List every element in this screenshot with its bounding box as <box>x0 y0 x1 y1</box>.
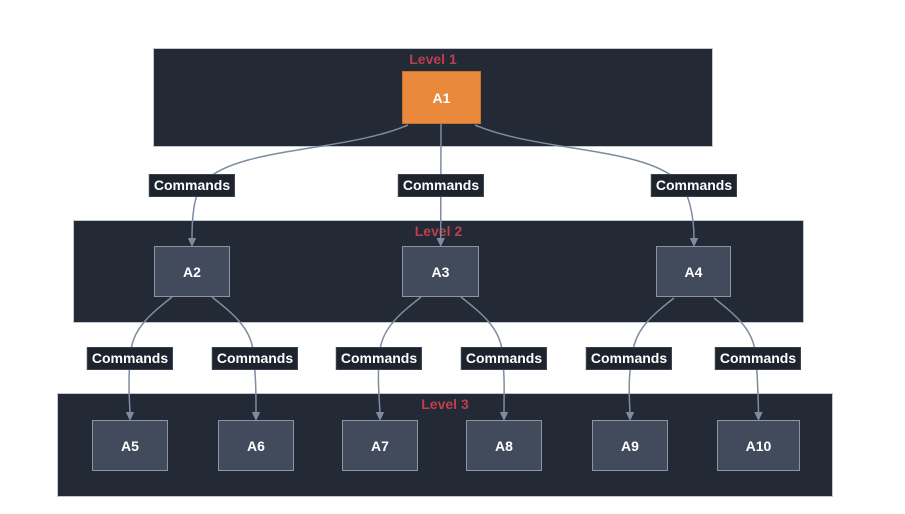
node-a1: A1 <box>402 71 481 124</box>
edge-label-a4-a10: Commands <box>714 347 802 370</box>
cluster-level-2-title: Level 2 <box>414 223 463 239</box>
edge-label-a4-a9: Commands <box>585 347 673 370</box>
node-a8: A8 <box>466 420 542 471</box>
node-a5: A5 <box>92 420 168 471</box>
node-a2: A2 <box>154 246 230 297</box>
cluster-level-1-title: Level 1 <box>409 51 457 67</box>
edge-label-a1-a4: Commands <box>650 174 738 197</box>
edge-label-a1-a2: Commands <box>148 174 236 197</box>
edge-label-a2-a6: Commands <box>211 347 299 370</box>
node-a6: A6 <box>218 420 294 471</box>
cluster-level-3: Level 3 <box>57 393 833 497</box>
node-a3: A3 <box>402 246 479 297</box>
edge-label-a3-a7: Commands <box>335 347 423 370</box>
node-a10: A10 <box>717 420 800 471</box>
node-a4: A4 <box>656 246 731 297</box>
cluster-level-3-title: Level 3 <box>421 396 469 412</box>
node-a9: A9 <box>592 420 668 471</box>
node-a7: A7 <box>342 420 418 471</box>
edge-label-a2-a5: Commands <box>86 347 174 370</box>
edge-label-a1-a3: Commands <box>397 174 485 197</box>
edge-label-a3-a8: Commands <box>460 347 548 370</box>
